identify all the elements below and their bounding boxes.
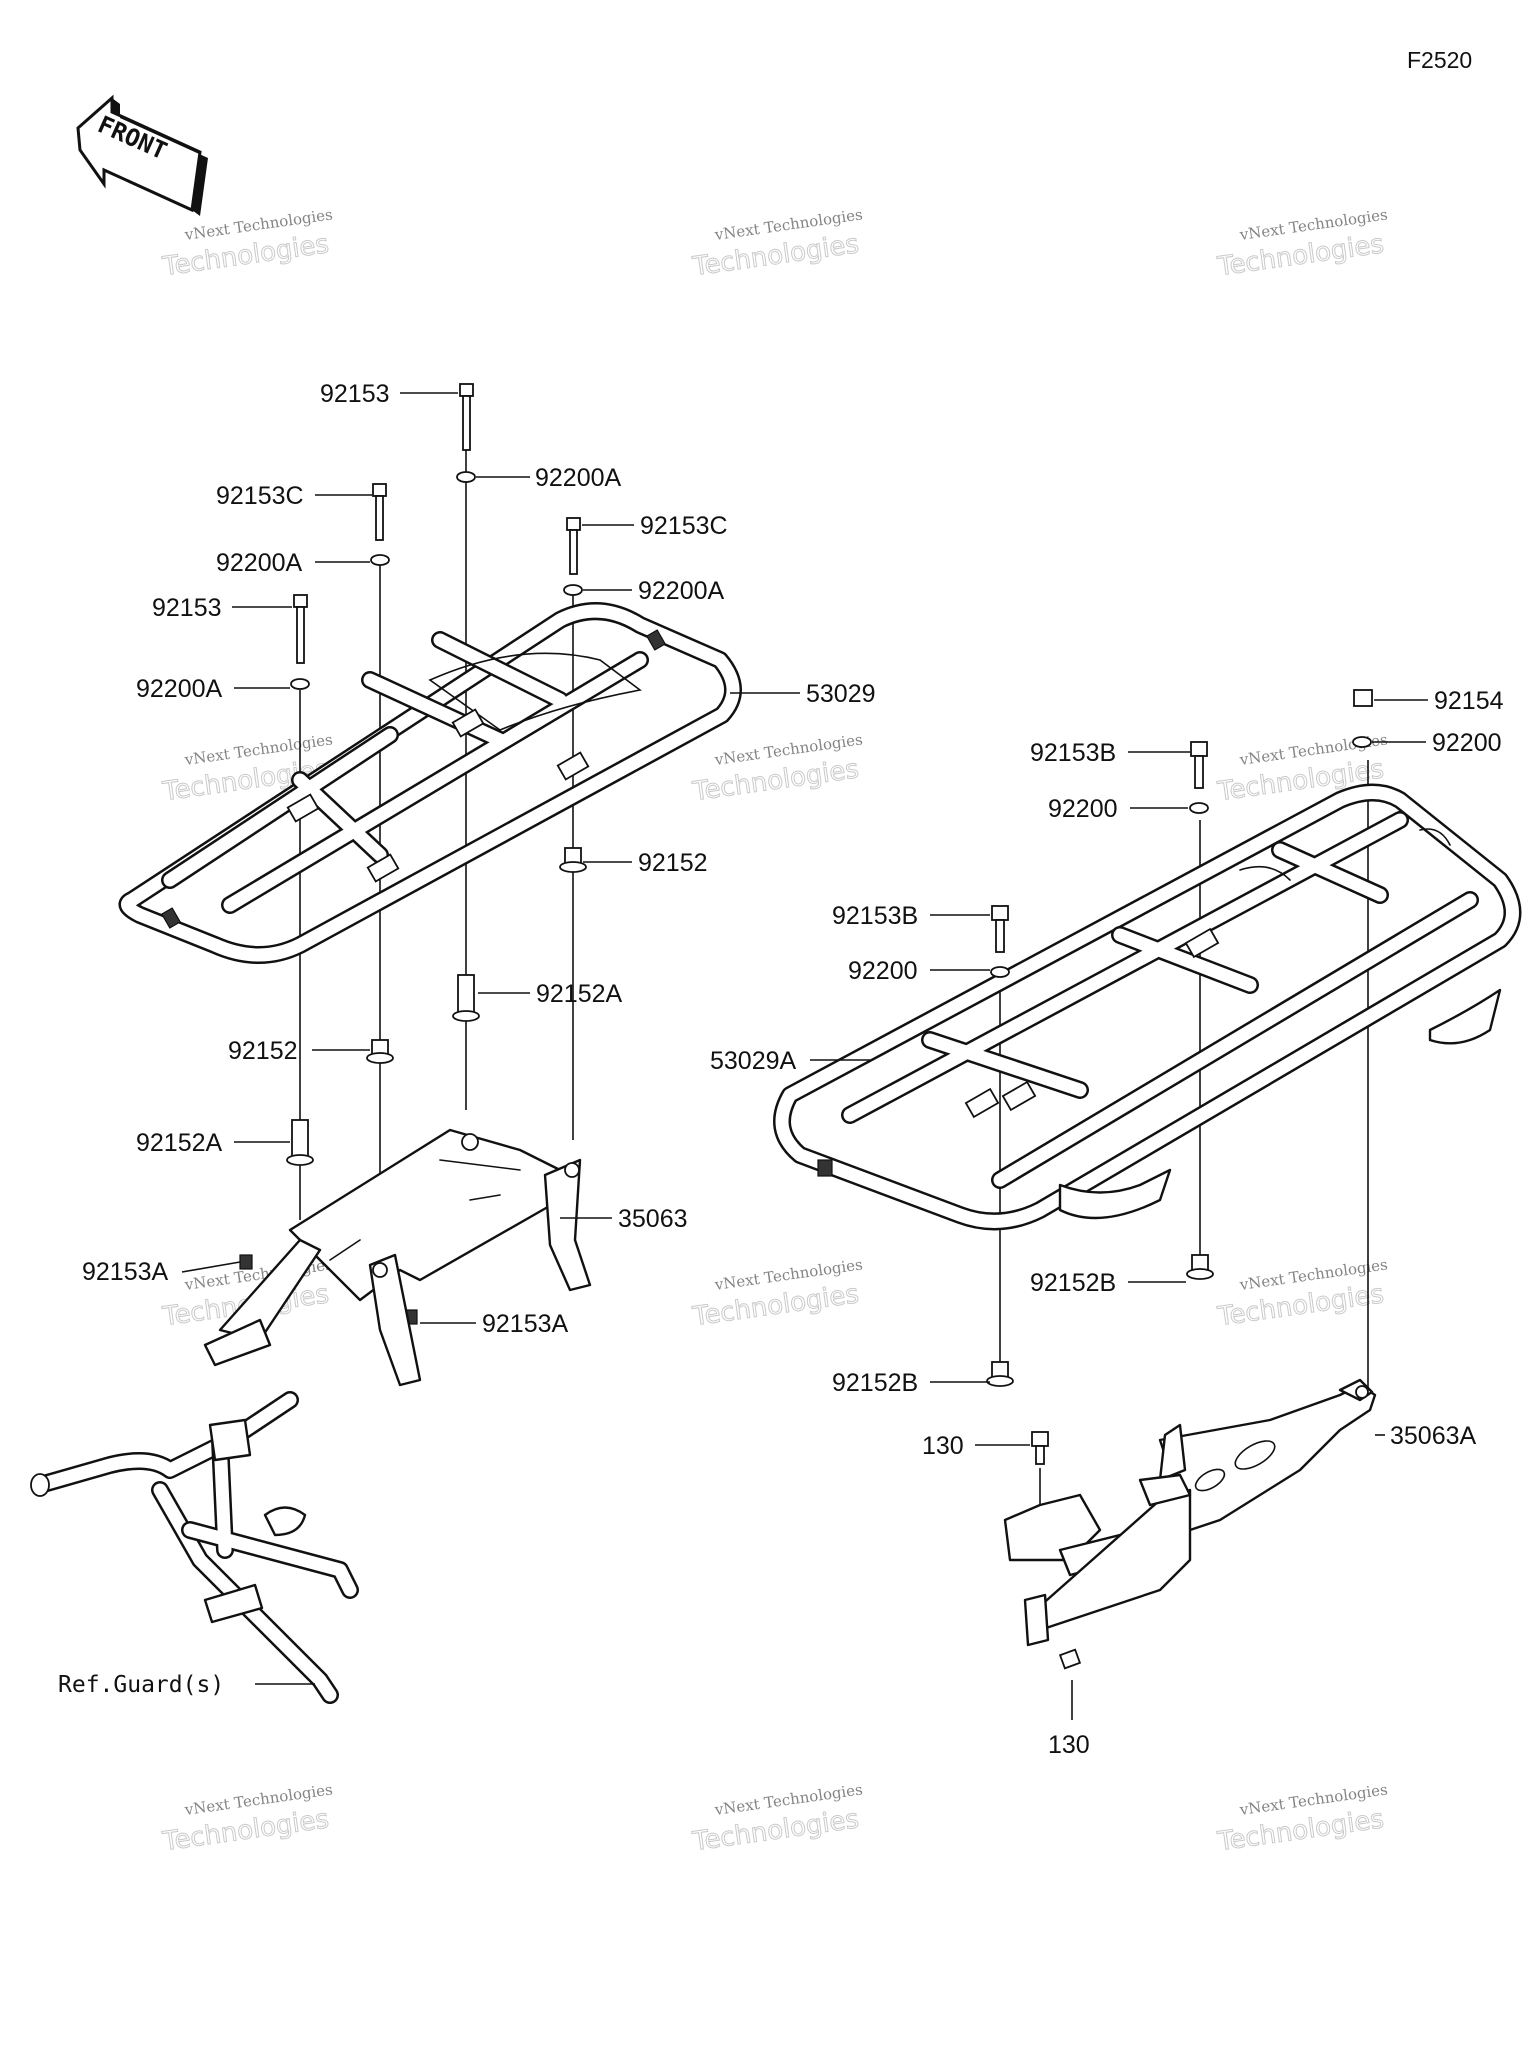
washer-icon — [1352, 736, 1372, 748]
collar-icon — [291, 1119, 309, 1161]
callout-92153-left: 92153 — [152, 594, 222, 622]
callout-92200A-left: 92200A — [216, 549, 303, 577]
collar-icon — [457, 974, 475, 1016]
front-bracket-35063 — [203, 1128, 592, 1387]
callout-92154: 92154 — [1434, 687, 1504, 715]
callout-92200A-right: 92200A — [638, 577, 725, 605]
right-assembly-leaders — [999, 760, 1369, 1720]
callout-92152B-left: 92152B — [832, 1369, 918, 1397]
washer-icon — [370, 554, 390, 566]
watermark-grid: vNext Technologies Technologies vNext Te… — [160, 205, 1389, 1857]
callout-92152-right: 92152 — [638, 849, 708, 877]
callout-130-bottom: 130 — [1048, 1731, 1090, 1759]
figure-code: F2520 — [1407, 47, 1472, 73]
washer-icon — [456, 471, 476, 483]
left-assembly-leaders — [299, 450, 574, 1250]
callout-92153C-right: 92153C — [640, 512, 728, 540]
rear-bracket-35063A — [1003, 1378, 1377, 1647]
bolt-icon — [991, 905, 1009, 921]
callout-92200-low: 92200 — [848, 957, 918, 985]
rear-rack-53029A — [773, 783, 1522, 1231]
callout-92152B-right: 92152B — [1030, 1269, 1116, 1297]
callout-92200A-top: 92200A — [535, 464, 622, 492]
ref-guard-frame — [30, 1391, 359, 1704]
washer-icon — [563, 584, 583, 596]
callout-92200-mid: 92200 — [1048, 795, 1118, 823]
callout-ref-guard: Ref.Guard(s) — [58, 1672, 224, 1698]
bolt-icon — [1353, 689, 1373, 707]
callout-53029: 53029 — [806, 680, 876, 708]
callout-35063A: 35063A — [1390, 1422, 1477, 1450]
callout-92153-top: 92153 — [320, 380, 390, 408]
left-hardware — [239, 383, 587, 1325]
bolt-icon — [372, 483, 387, 497]
bolt-icon — [459, 383, 474, 397]
front-arrow-icon: FRONT — [76, 94, 208, 216]
washer-icon — [290, 678, 310, 690]
right-callout-leaders — [810, 699, 1428, 1446]
callout-92152A-left: 92152A — [136, 1129, 223, 1157]
right-hardware — [986, 689, 1373, 1670]
washer-icon — [990, 966, 1010, 978]
bolt-icon — [1058, 1648, 1082, 1670]
callout-92153A-left: 92153A — [82, 1258, 169, 1286]
callout-92152-left: 92152 — [228, 1037, 298, 1065]
callout-92153B-top: 92153B — [1030, 739, 1116, 767]
bolt-icon — [239, 1254, 253, 1270]
callout-35063: 35063 — [618, 1205, 688, 1233]
callout-92200-top: 92200 — [1432, 729, 1502, 757]
bolt-icon — [1031, 1431, 1049, 1447]
front-rack-53029 — [118, 602, 742, 964]
washer-icon — [1189, 802, 1209, 814]
bolt-icon — [1190, 741, 1208, 757]
callout-130-top: 130 — [922, 1432, 964, 1460]
callout-92153C-left: 92153C — [216, 482, 304, 510]
bolt-icon — [566, 517, 581, 531]
callout-53029A: 53029A — [710, 1047, 797, 1075]
callout-92152A-mid: 92152A — [536, 980, 623, 1008]
callout-92153B-mid: 92153B — [832, 902, 918, 930]
bolt-icon — [293, 594, 308, 608]
callout-92200A-lower: 92200A — [136, 675, 223, 703]
left-callout-leaders — [181, 392, 800, 1685]
callout-92153A-right: 92153A — [482, 1310, 569, 1338]
